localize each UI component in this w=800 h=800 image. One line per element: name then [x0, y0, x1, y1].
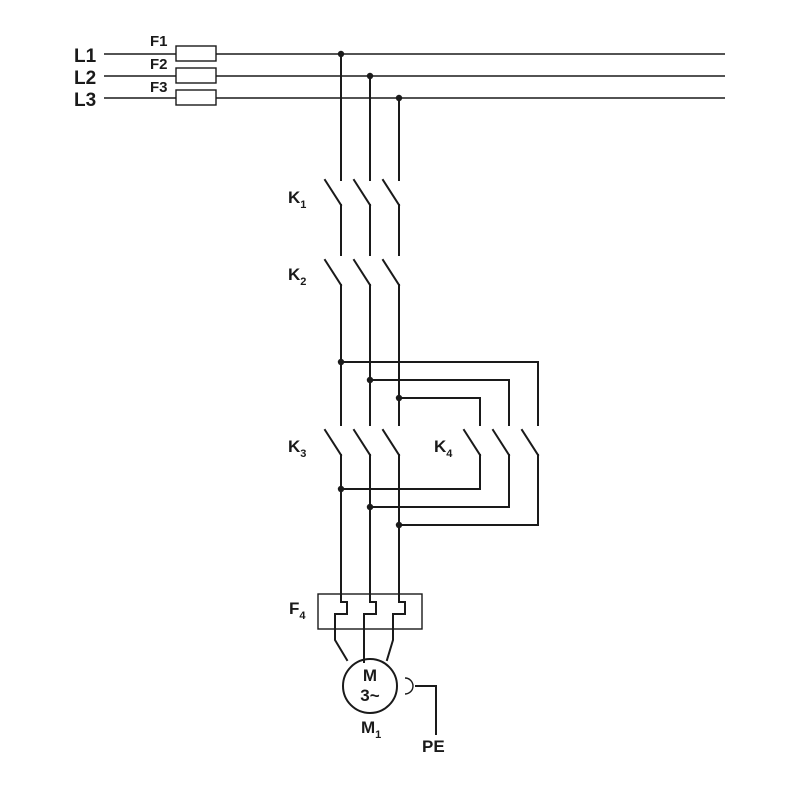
contactor-label-k3: K3 — [288, 437, 306, 460]
fuse-f3 — [175, 89, 217, 106]
thermal-element — [392, 594, 406, 623]
earth-conductor — [415, 685, 437, 735]
motor-lead — [334, 621, 349, 662]
protective-earth: PE — [404, 677, 445, 756]
overload-relay-label: F4 — [289, 599, 306, 622]
bypass-wiring — [337, 358, 539, 529]
thermal-element — [363, 594, 377, 623]
line-label-l3: L3 — [74, 90, 96, 111]
contactor-label-k2: K2 — [288, 265, 306, 288]
motor-lead — [385, 621, 394, 662]
contactor-k2: K2 — [288, 258, 401, 288]
fuse-label-f3: F3 — [150, 79, 168, 96]
contact-blade — [323, 258, 401, 287]
contactor-k3: K3 — [288, 428, 401, 460]
contactor-k4: K4 — [434, 428, 540, 460]
supply-lines: L1 L2 L3 F1 F2 F3 — [74, 33, 725, 111]
junction-dot — [395, 521, 403, 529]
motor-leads — [334, 621, 394, 663]
contactor-k1: K1 — [288, 178, 401, 211]
lower-bus-phase-1 — [340, 454, 481, 490]
motor-phase-label: 3~ — [360, 686, 379, 705]
line-label-l1: L1 — [74, 46, 97, 67]
motor-label: M1 — [361, 718, 381, 741]
thermal-element — [334, 594, 348, 623]
earth-terminal — [404, 677, 414, 695]
upper-bus-phase-2 — [369, 379, 510, 426]
conductors — [340, 53, 400, 596]
motor-symbol — [342, 658, 398, 714]
contact-blade — [323, 178, 401, 207]
overload-relay-f4: F4 — [289, 593, 423, 630]
fuse-f1 — [175, 45, 217, 62]
contactor-label-k1: K1 — [288, 188, 306, 211]
line-label-l2: L2 — [74, 68, 96, 89]
junction-dot — [337, 358, 345, 366]
earth-label: PE — [422, 737, 445, 756]
contact-blade — [323, 428, 401, 457]
motor-type-label: M — [363, 666, 377, 685]
lower-bus-phase-3 — [398, 454, 539, 526]
junction-dot — [395, 394, 403, 402]
motor-m1: M 3~ M1 — [342, 658, 398, 741]
upper-bus-phase-1 — [340, 361, 539, 426]
junction-dot — [337, 485, 345, 493]
junction-dot — [366, 503, 374, 511]
fuse-label-f1: F1 — [150, 33, 168, 50]
fuse-label-f2: F2 — [150, 56, 168, 73]
upper-bus-phase-3 — [398, 397, 481, 426]
lower-bus-phase-2 — [369, 454, 510, 508]
contactor-label-k4: K4 — [434, 437, 453, 460]
contact-blade — [462, 428, 540, 457]
junction-dot — [366, 376, 374, 384]
fuse-f2 — [175, 67, 217, 84]
